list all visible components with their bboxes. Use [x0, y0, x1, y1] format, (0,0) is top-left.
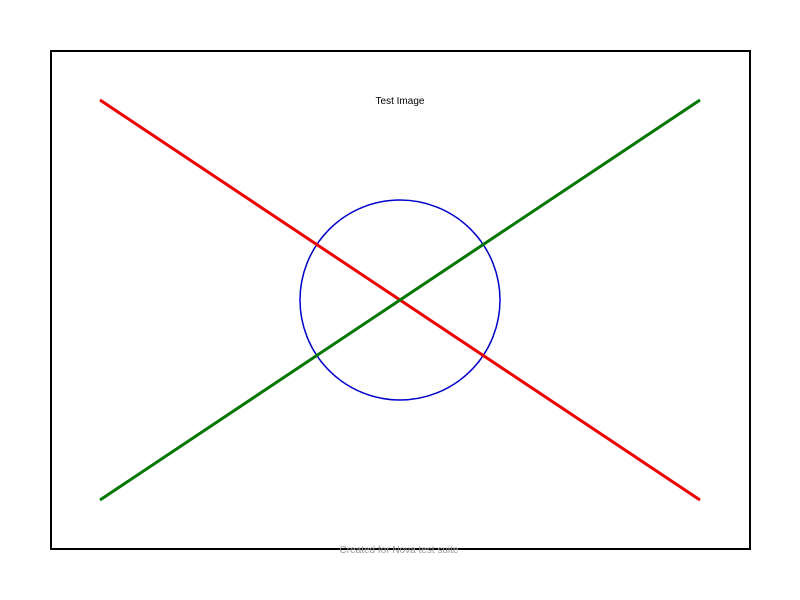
- center-circle: [299, 199, 501, 401]
- diagonal-line-up: [99, 98, 701, 502]
- image-title: Test Image: [376, 96, 425, 107]
- frame-border: [50, 50, 751, 550]
- footer-caption: Created for Nova test suite: [340, 545, 459, 556]
